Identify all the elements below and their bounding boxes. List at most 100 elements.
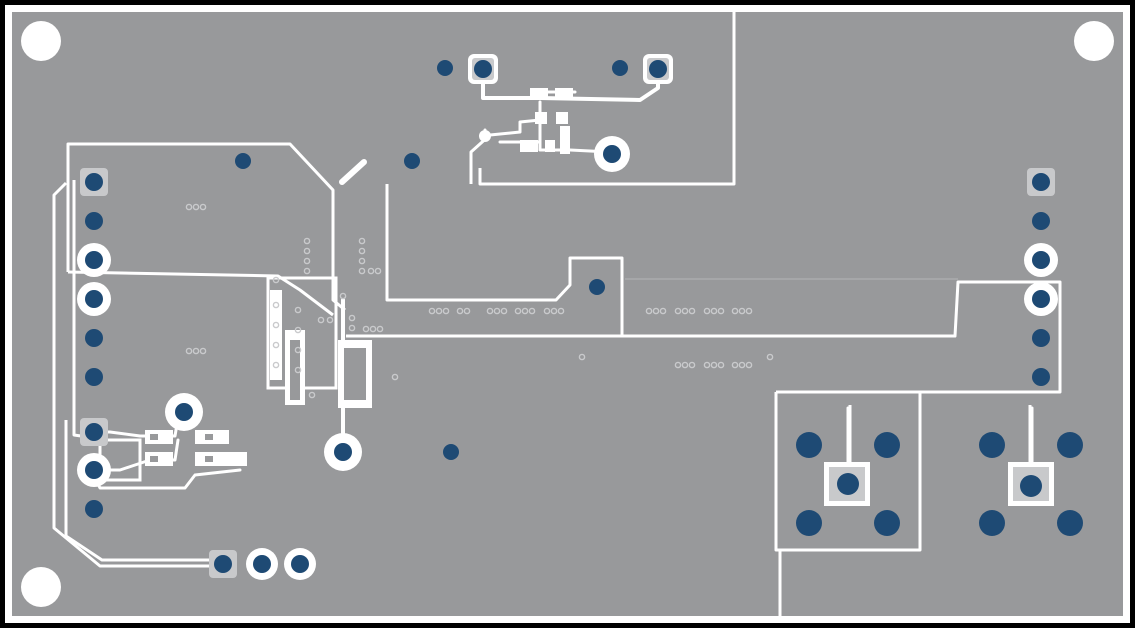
via-4 xyxy=(404,153,420,169)
small-via xyxy=(376,325,384,333)
left-header-pin-3 xyxy=(85,251,103,269)
small-via xyxy=(703,361,711,369)
bottom-header-pin-3 xyxy=(291,555,309,573)
small-via xyxy=(369,325,377,333)
small-via xyxy=(192,203,200,211)
via-5 xyxy=(589,279,605,295)
small-via xyxy=(463,307,471,315)
small-via xyxy=(294,306,302,314)
small-via xyxy=(717,361,725,369)
via-1 xyxy=(437,60,453,76)
left-test-point xyxy=(175,403,193,421)
right-header-pin-6 xyxy=(1032,368,1050,386)
small-via xyxy=(738,307,746,315)
small-via xyxy=(578,353,586,361)
mounting-hole-top-left xyxy=(21,21,61,61)
bnc-connector-left xyxy=(796,432,900,536)
small-via xyxy=(486,307,494,315)
small-via xyxy=(731,307,739,315)
small-via xyxy=(303,257,311,265)
mounting-hole-bottom-left xyxy=(21,567,61,607)
center-test-point xyxy=(334,443,352,461)
small-via xyxy=(652,307,660,315)
small-via xyxy=(272,341,280,349)
left-header-pin-4 xyxy=(85,290,103,308)
small-via xyxy=(543,307,551,315)
small-via xyxy=(738,361,746,369)
small-via xyxy=(435,307,443,315)
small-via xyxy=(294,326,302,334)
bnc-right-center xyxy=(1020,475,1042,497)
small-via xyxy=(294,366,302,374)
small-via xyxy=(317,316,325,324)
small-via xyxy=(348,314,356,322)
small-via xyxy=(521,307,529,315)
right-header-pin-1 xyxy=(1032,173,1050,191)
small-via xyxy=(303,267,311,275)
small-via xyxy=(272,301,280,309)
small-via xyxy=(710,307,718,315)
small-vias xyxy=(185,203,774,399)
left-header-pin-2 xyxy=(85,212,103,230)
small-via xyxy=(557,307,565,315)
left-header-pin-8 xyxy=(85,461,103,479)
small-via xyxy=(391,373,399,381)
left-header xyxy=(77,168,111,518)
small-via xyxy=(348,324,356,332)
small-via xyxy=(199,203,207,211)
small-via xyxy=(367,267,375,275)
small-via xyxy=(428,307,436,315)
bottom-header xyxy=(209,548,316,580)
small-via xyxy=(358,237,366,245)
small-via xyxy=(456,307,464,315)
small-via xyxy=(500,307,508,315)
top-pad-1 xyxy=(474,60,492,78)
top-connectors xyxy=(468,54,673,172)
small-via xyxy=(745,307,753,315)
via-6 xyxy=(443,444,459,460)
small-via xyxy=(745,361,753,369)
right-header xyxy=(1024,168,1058,386)
small-via xyxy=(688,307,696,315)
small-via xyxy=(710,361,718,369)
small-via xyxy=(514,307,522,315)
left-header-pin-5 xyxy=(85,329,103,347)
small-via xyxy=(294,346,302,354)
right-header-pin-4 xyxy=(1032,290,1050,308)
right-header-pin-2 xyxy=(1032,212,1050,230)
small-via xyxy=(185,203,193,211)
small-via xyxy=(766,353,774,361)
small-via xyxy=(442,307,450,315)
small-via xyxy=(272,361,280,369)
small-via xyxy=(674,307,682,315)
bottom-header-pin-2 xyxy=(253,555,271,573)
mounting-holes xyxy=(21,21,1114,607)
small-via xyxy=(681,307,689,315)
small-via xyxy=(199,347,207,355)
small-via xyxy=(303,237,311,245)
small-via xyxy=(493,307,501,315)
small-via xyxy=(362,325,370,333)
small-via xyxy=(326,316,334,324)
small-via xyxy=(550,307,558,315)
mounting-hole-top-right xyxy=(1074,21,1114,61)
small-via xyxy=(659,307,667,315)
small-via xyxy=(185,347,193,355)
small-via xyxy=(731,361,739,369)
bnc-left-center xyxy=(837,473,859,495)
bnc-connector-right xyxy=(979,432,1083,536)
left-header-pin-7 xyxy=(85,423,103,441)
small-via xyxy=(374,267,382,275)
via-3 xyxy=(235,153,251,169)
bottom-header-pin-1 xyxy=(214,555,232,573)
small-via xyxy=(308,391,316,399)
via-2 xyxy=(612,60,628,76)
small-via xyxy=(272,321,280,329)
small-via xyxy=(358,257,366,265)
small-via xyxy=(717,307,725,315)
small-via xyxy=(688,361,696,369)
small-via xyxy=(192,347,200,355)
small-via xyxy=(303,247,311,255)
